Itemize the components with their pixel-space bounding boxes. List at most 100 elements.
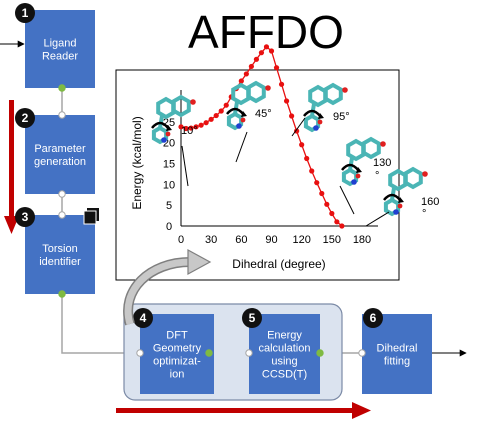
data-point [304,155,310,162]
connector-dot [58,111,66,119]
annotation-160: 160 [421,196,439,208]
molecule-160-icon [383,166,428,217]
diagram-title: AFFDO [188,6,344,58]
red-progress-arrow-vertical [4,100,19,234]
connector-dot [58,84,66,92]
connector-dot [58,290,66,298]
data-point [334,219,340,225]
step-5-badge: 5 [242,308,262,328]
data-point [294,128,300,134]
data-point [309,168,315,174]
svg-text:6: 6 [370,311,377,325]
step-2-label-line: generation [34,156,86,168]
data-point [289,113,295,119]
x-tick-label: 120 [292,234,310,246]
y-tick-label: 0 [166,221,172,233]
data-point [178,124,184,130]
data-point [218,108,224,114]
connector-dot [58,211,66,219]
x-tick-label: 150 [323,234,341,246]
connector-dot [358,349,366,357]
data-point [268,48,275,54]
svg-text:5: 5 [249,311,256,325]
data-point [314,180,320,186]
data-point [324,201,330,207]
step-2-badge: 2 [15,108,35,128]
annotation-130: 130 [373,157,391,169]
data-point [278,81,285,87]
data-point [273,65,280,71]
step-1-badge: 1 [15,3,35,23]
step-5-label-line: Energy [267,330,302,342]
step-6-badge: 6 [363,308,383,328]
step-1-label-line: Reader [42,51,78,63]
y-tick-label: 5 [166,200,172,212]
step-6-label-line: fitting [384,356,410,368]
step-3-label-line: identifier [39,256,81,268]
molecule-45-icon [226,80,271,131]
data-point [263,44,270,50]
molecule-130-icon [341,136,386,187]
data-point [299,142,305,148]
molecule-10-icon [151,94,196,145]
y-tick-label: 15 [163,159,175,171]
y-tick-label: 10 [163,179,175,191]
chart-panel [115,69,400,281]
data-point [223,102,229,108]
data-point [193,124,199,130]
data-point [339,223,345,229]
annotation-130-degree: ° [375,170,379,182]
molecule-95-icon [303,82,348,133]
connector-dot [205,349,213,357]
data-point [319,190,325,197]
step-6-label-line: Dihedral [377,343,418,355]
data-point [258,50,265,56]
svg-text:2: 2 [22,111,29,125]
data-point [329,210,335,217]
svg-text:3: 3 [22,210,29,224]
step-4-label-line: ion [170,369,185,381]
x-tick-label: 0 [178,234,184,246]
step-4-label-line: optimizat- [153,356,201,368]
data-point [183,125,189,132]
data-point [243,71,249,77]
annotation-10: 10° [181,125,198,137]
step-4-label-line: Geometry [153,343,202,355]
red-progress-arrow-horizontal [116,402,371,419]
x-axis-label: Dihedral (degree) [232,257,325,271]
connector-dot [316,349,324,357]
data-point [188,125,194,131]
annotation-45: 45° [255,108,272,120]
annotation-160-degree: ° [422,208,426,220]
x-tick-label: 60 [235,234,247,246]
x-tick-label: 30 [205,234,217,246]
data-point [283,98,290,104]
step-3-badge: 3 [15,207,35,227]
connector-dot [136,349,144,357]
annotation-95: 95° [333,111,350,123]
step-4-label-line: DFT [166,330,188,342]
y-axis-label: Energy (kcal/mol) [130,116,144,209]
document-icon [83,208,99,225]
svg-text:4: 4 [140,311,147,325]
step-1-label-line: Ligand [43,38,76,50]
connector-dot [245,349,253,357]
connector-dot [58,190,66,198]
data-point [208,116,214,122]
step-5-label-line: calculation [259,343,311,355]
data-point [238,78,244,84]
step-3-label-line: Torsion [42,243,77,255]
leader-lines [181,117,390,227]
step-5-label-line: using [271,356,297,368]
data-point [248,63,254,70]
svg-text:1: 1 [22,6,29,20]
data-point [253,56,260,62]
energy-chart: Dihedral (degree) Energy (kcal/mol) 0 30 6… [130,44,439,271]
